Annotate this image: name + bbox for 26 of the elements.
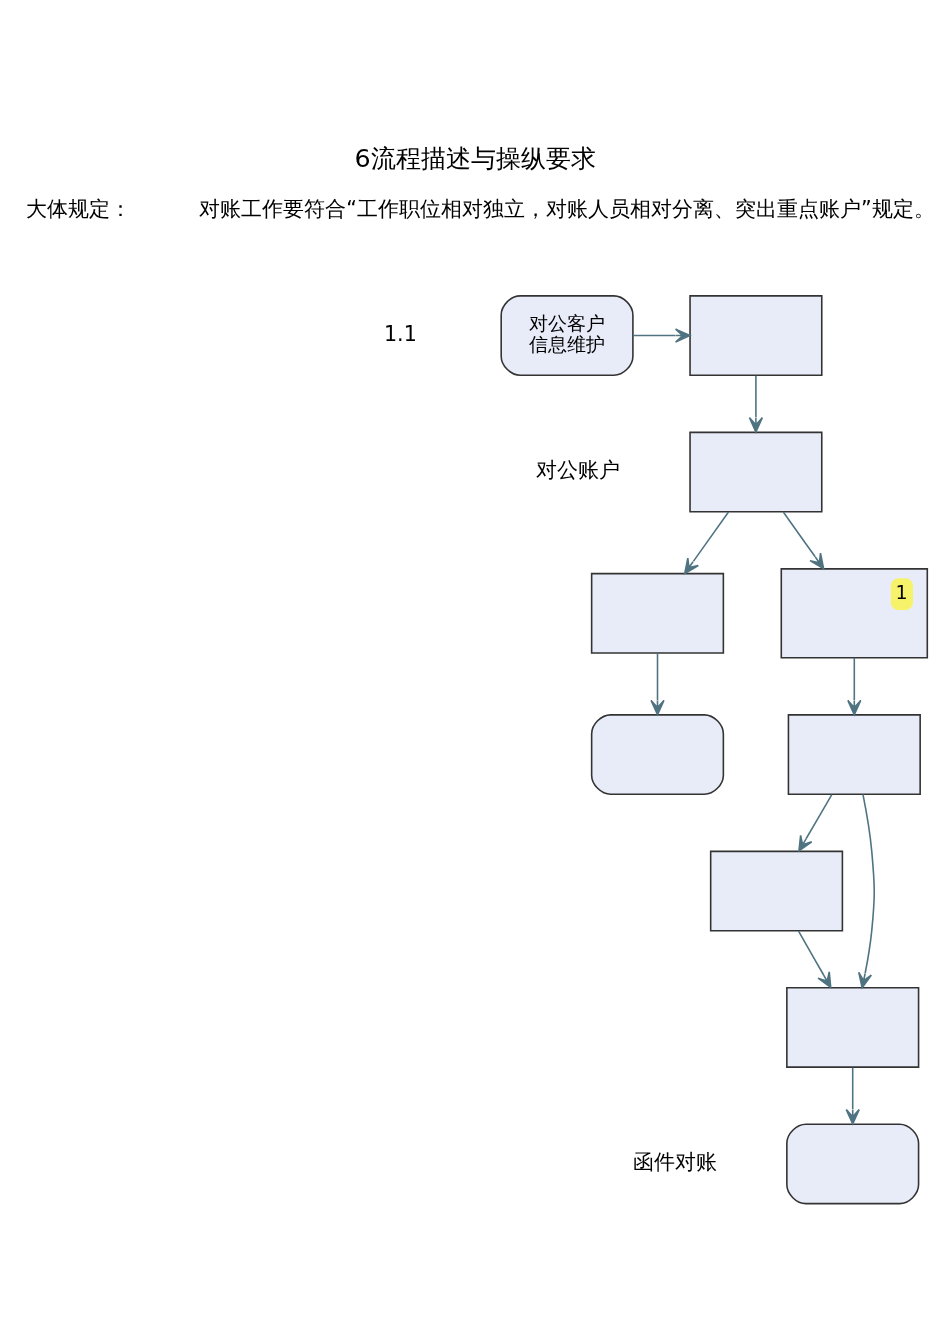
node-box bbox=[590, 714, 725, 795]
node-box bbox=[590, 572, 725, 654]
node-box: 1 bbox=[780, 568, 929, 659]
node-box bbox=[689, 431, 823, 513]
arrow bbox=[632, 328, 691, 343]
label: 函件对账 bbox=[632, 1150, 717, 1175]
label: 对公账户 bbox=[536, 458, 621, 483]
label: 对账工作要符合“工作职位相对独立，对账人员相对分离、突出重点账户”规定。 bbox=[199, 196, 935, 221]
arrow bbox=[748, 374, 764, 433]
arrow bbox=[845, 1066, 860, 1125]
node-box bbox=[689, 295, 823, 377]
diagram-title: 6流程描述与操纵要求 bbox=[354, 143, 596, 174]
node-box bbox=[786, 1123, 920, 1205]
arrow bbox=[650, 652, 665, 716]
arrow bbox=[847, 657, 862, 716]
label: 大体规定： bbox=[25, 196, 131, 221]
arrow bbox=[683, 511, 730, 575]
node-box bbox=[709, 850, 844, 932]
arrow bbox=[857, 793, 876, 989]
arrow bbox=[798, 793, 833, 852]
node-box bbox=[786, 987, 920, 1068]
arrow bbox=[797, 930, 832, 989]
arrow bbox=[782, 511, 825, 570]
node-box bbox=[787, 714, 921, 795]
label: 1.1 bbox=[384, 321, 417, 346]
node-box: 对公客户信息维护 bbox=[500, 295, 634, 377]
